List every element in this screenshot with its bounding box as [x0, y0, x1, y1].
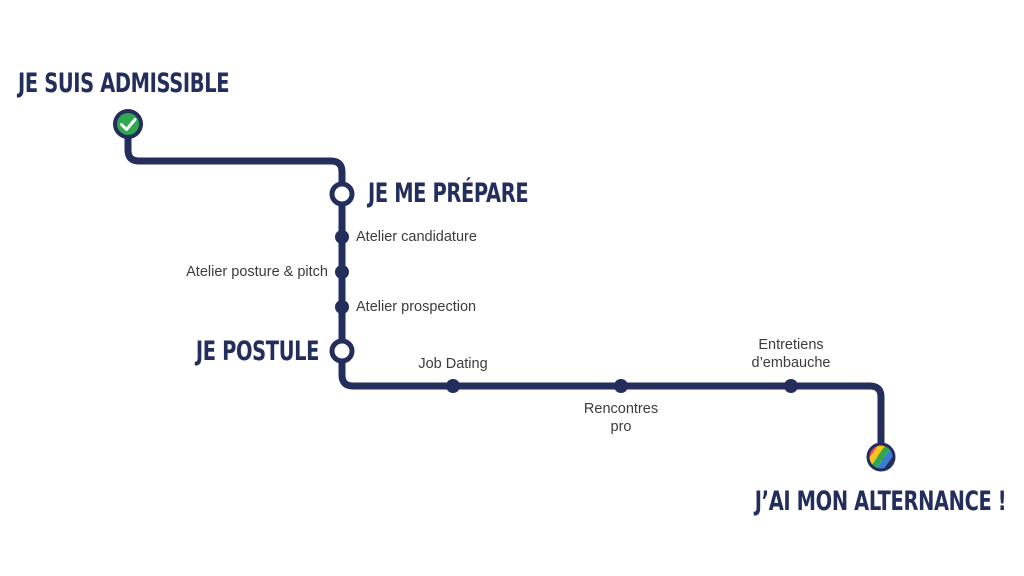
striped-badge-icon — [866, 442, 896, 472]
step-entretiens-line1: Entretiens — [758, 337, 824, 353]
stop-job-dating — [446, 379, 460, 393]
step-rencontres-label: Rencontres pro — [561, 400, 681, 436]
milestone-start-label: JE SUIS ADMISSIBLE — [18, 68, 230, 99]
stop-atelier-posture — [335, 265, 349, 279]
check-circle-icon — [113, 109, 143, 139]
step-rencontres-line2: pro — [610, 419, 632, 436]
stop-rencontres-pro — [614, 379, 628, 393]
route-line — [124, 120, 885, 461]
stop-atelier-prospection — [335, 300, 349, 314]
stop-entretiens — [784, 379, 798, 393]
badge-stripe — [869, 445, 893, 469]
step-entretiens-label: Entretiens d’embauche — [731, 336, 851, 372]
step-atelier-candidature-label: Atelier candidature — [356, 229, 477, 245]
step-atelier-prospection-label: Atelier prospection — [356, 299, 477, 315]
step-rencontres-line1: Rencontres — [583, 401, 659, 417]
stop-atelier-candidature — [335, 230, 349, 244]
milestone-apply-label: JE POSTULE — [195, 336, 320, 367]
step-job-dating-label: Job Dating — [418, 356, 488, 372]
milestone-end-label: J’AI MON ALTERNANCE ! — [754, 486, 1006, 517]
step-atelier-posture-label: Atelier posture & pitch — [186, 264, 328, 280]
step-entretiens-line2: d’embauche — [751, 355, 831, 372]
station-prepare — [329, 181, 355, 207]
badge-stripe — [869, 445, 893, 469]
station-apply — [329, 338, 355, 364]
milestone-prepare-label: JE ME PRÉPARE — [368, 178, 529, 209]
